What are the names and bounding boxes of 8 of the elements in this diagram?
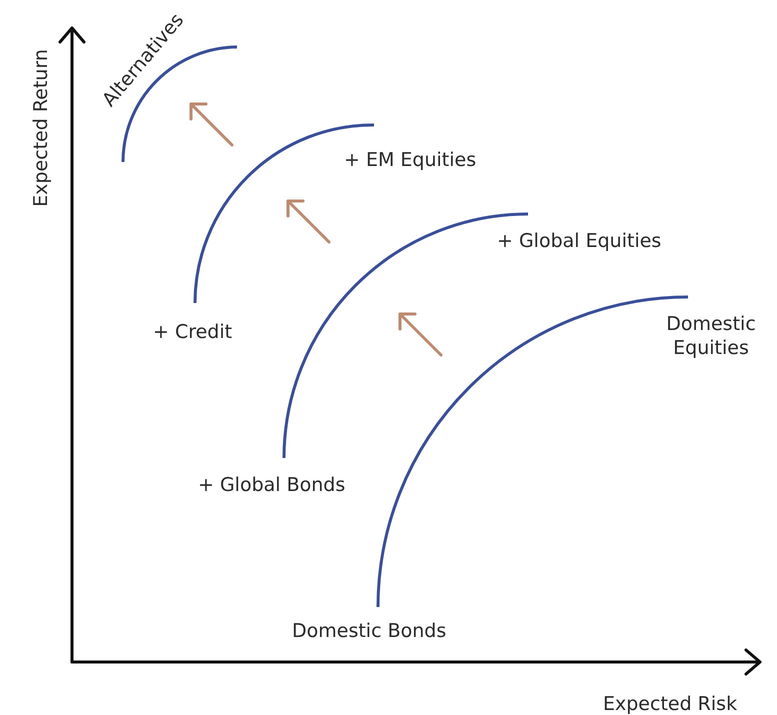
axis-label: Expected Risk [603, 692, 738, 715]
curve-label: + Credit [153, 320, 232, 344]
curve-label: Domestic Equities [665, 312, 757, 360]
axis-label: Expected Return [28, 49, 53, 207]
curve-label: + Global Bonds [198, 473, 346, 497]
curve-label: + Global Equities [497, 229, 662, 253]
curve-label: + EM Equities [344, 148, 476, 172]
curve-label: Domestic Bonds [292, 619, 446, 643]
